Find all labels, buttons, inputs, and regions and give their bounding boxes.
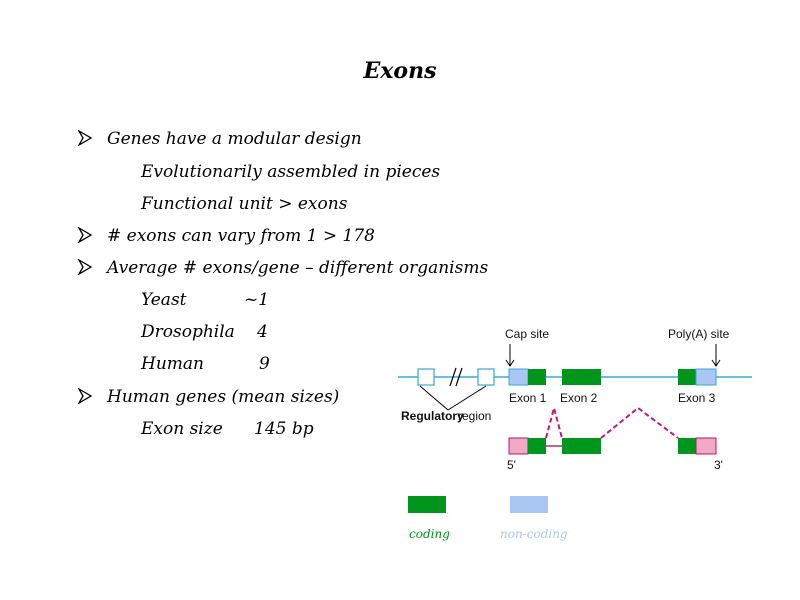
- arrowhead-bullet-icon: [77, 388, 93, 404]
- break-mark: [455, 367, 463, 387]
- mrna-exon3-block: [678, 438, 696, 454]
- five-prime-label: 5': [507, 458, 516, 472]
- mrna-5utr-block: [508, 437, 529, 455]
- exon-size-value: 145 bp: [254, 419, 314, 439]
- arrowhead-bullet-icon: [77, 227, 93, 243]
- legend-noncoding-swatch: [510, 496, 548, 513]
- break-mark: [449, 367, 457, 387]
- exon1-noncoding-block: [508, 368, 529, 386]
- region-label: region: [458, 409, 491, 423]
- legend-coding-swatch: [408, 496, 446, 513]
- legend-coding-label: coding: [409, 527, 450, 541]
- bullet-text: Human genes (mean sizes): [107, 387, 340, 407]
- exon1-label: Exon 1: [509, 391, 547, 405]
- organism-human-value: 9: [259, 354, 270, 374]
- polya-site-label: Poly(A) site: [668, 327, 730, 341]
- mrna-3utr-block: [695, 437, 717, 455]
- mrna-exon1-block: [528, 438, 546, 454]
- cap-site-label: Cap site: [505, 327, 549, 341]
- regulatory-bracket: [419, 385, 449, 411]
- sub-item-functional: Functional unit > exons: [141, 194, 348, 214]
- polya-site-arrowhead-icon: [711, 359, 721, 367]
- regulatory-box: [417, 368, 435, 386]
- bullet-text: # exons can vary from 1 > 178: [107, 226, 375, 246]
- exon-size-label: Exon size: [141, 419, 223, 439]
- organism-yeast-label: Yeast: [141, 290, 187, 310]
- three-prime-label: 3': [714, 458, 723, 472]
- arrowhead-bullet-icon: [77, 130, 93, 146]
- arrowhead-bullet-icon: [77, 259, 93, 275]
- organism-drosophila-value: 4: [257, 322, 268, 342]
- bullet-text: Average # exons/gene – different organis…: [107, 258, 489, 278]
- exon3-noncoding-block: [695, 368, 717, 386]
- organism-human-label: Human: [141, 354, 204, 374]
- gene-structure-diagram: Cap site Poly(A) site Exon 1 Exon 2 Exon…: [398, 327, 752, 472]
- exon1-coding-block: [528, 369, 546, 385]
- organism-yeast-value: ~1: [244, 290, 270, 310]
- splice-line-2: [600, 406, 679, 439]
- cap-site-arrowhead-icon: [505, 359, 515, 367]
- bullet-text: Genes have a modular design: [107, 129, 362, 149]
- splice-line-1: [545, 404, 563, 439]
- sub-item-evolution: Evolutionarily assembled in pieces: [141, 162, 441, 182]
- regulatory-label: Regulatory: [401, 409, 464, 423]
- regulatory-box: [477, 368, 495, 386]
- slide-title: Exons: [363, 58, 437, 84]
- regulatory-bracket: [447, 385, 487, 411]
- exon2-label: Exon 2: [560, 391, 598, 405]
- mrna-exon2-block: [562, 438, 601, 454]
- legend-noncoding-label: non-coding: [500, 527, 568, 541]
- exon2-coding-block: [562, 369, 601, 385]
- exon3-label: Exon 3: [678, 391, 716, 405]
- exon3-coding-block: [678, 369, 696, 385]
- organism-drosophila-label: Drosophila: [141, 322, 235, 342]
